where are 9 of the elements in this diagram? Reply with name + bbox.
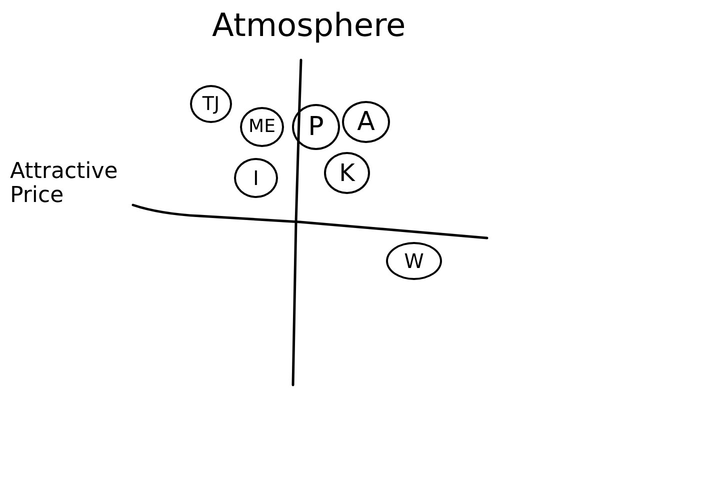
axis-title: Atmosphere <box>212 8 407 44</box>
position-circle: P <box>292 104 340 150</box>
axis-title: Attractive Price <box>10 160 119 208</box>
position-circle: W <box>386 242 442 280</box>
position-circle: A <box>342 101 390 143</box>
position-circle: K <box>324 152 370 194</box>
position-circle: TJ <box>190 85 232 123</box>
position-circle: I <box>234 158 278 198</box>
position-circle: ME <box>240 107 284 147</box>
